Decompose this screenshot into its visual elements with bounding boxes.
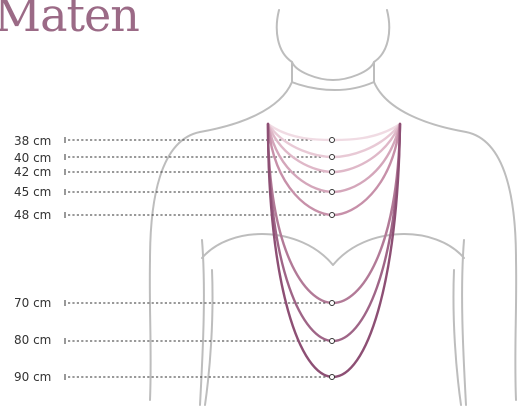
length-marker-45 — [330, 190, 335, 195]
length-marker-42 — [330, 170, 335, 175]
length-marker-70 — [330, 301, 335, 306]
length-marker-40 — [330, 155, 335, 160]
length-marker-80 — [330, 339, 335, 344]
right-arm-inner-outline — [462, 240, 466, 405]
chest-outline — [202, 234, 464, 265]
left-side-outline — [205, 270, 213, 405]
right-side-outline — [453, 270, 461, 405]
length-marker-48 — [330, 213, 335, 218]
length-marker-90 — [330, 375, 335, 380]
left-arm-inner-outline — [200, 240, 204, 405]
head-outline — [277, 10, 389, 90]
necklace-38 — [268, 124, 400, 140]
collar-outline — [292, 62, 374, 80]
length-marker-38 — [330, 138, 335, 143]
